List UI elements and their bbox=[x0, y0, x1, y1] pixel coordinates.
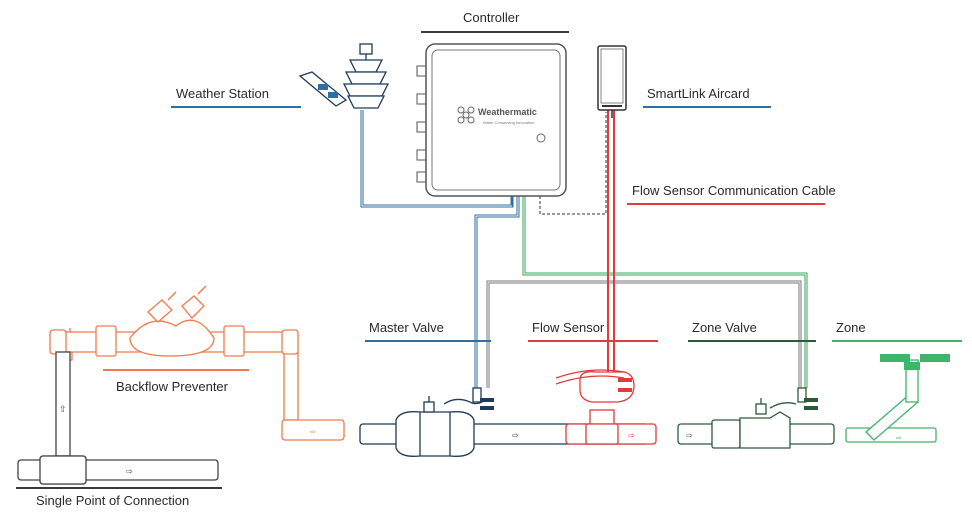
weather-station-label: Weather Station bbox=[176, 86, 269, 101]
zone-valve-label: Zone Valve bbox=[692, 320, 757, 335]
backflow-preventer-label: Backflow Preventer bbox=[116, 379, 228, 394]
controller-tagline: Water Conserving Innovation bbox=[483, 120, 535, 125]
smartlink-aircard-label: SmartLink Aircard bbox=[647, 86, 750, 101]
svg-text:⇧: ⇧ bbox=[59, 404, 67, 414]
svg-text:⇨: ⇨ bbox=[126, 467, 133, 476]
single-point-underline bbox=[16, 487, 222, 489]
flow-sensor bbox=[555, 369, 635, 445]
svg-text:⇨: ⇨ bbox=[628, 431, 635, 440]
svg-text:⇨: ⇨ bbox=[512, 431, 519, 440]
master-valve-wire bbox=[474, 196, 520, 388]
controller-label: Controller bbox=[463, 10, 520, 25]
backflow-pipe: ⇨ bbox=[49, 285, 345, 441]
weather-station-underline bbox=[171, 106, 301, 108]
svg-text:⇨: ⇨ bbox=[686, 431, 693, 440]
zone-valve: ⇨ bbox=[677, 387, 835, 449]
single-point-label: Single Point of Connection bbox=[36, 493, 190, 508]
mainline-pipe: ⇧ ⇨ bbox=[17, 351, 219, 485]
aircard-wire bbox=[539, 112, 607, 215]
flow-sensor-cable-underline bbox=[627, 203, 825, 205]
svg-text:⇨: ⇨ bbox=[310, 429, 316, 436]
zone-valve-wire bbox=[522, 196, 808, 388]
master-valve-label: Master Valve bbox=[369, 320, 444, 335]
flow-sensor-underline bbox=[528, 340, 658, 342]
smartlink-aircard bbox=[597, 45, 627, 118]
controller-brand-logo: Weathermatic bbox=[478, 107, 537, 117]
zone-underline bbox=[832, 340, 962, 342]
master-valve bbox=[395, 387, 494, 457]
controller-label-underline bbox=[421, 31, 569, 33]
weather-station bbox=[298, 43, 390, 109]
zone-sprinkler: ⇨ bbox=[845, 354, 950, 443]
flow-sensor-cable-label: Flow Sensor Communication Cable bbox=[632, 183, 836, 198]
controller-box bbox=[416, 43, 567, 197]
svg-text:⇨: ⇨ bbox=[896, 435, 902, 442]
backflow-preventer-underline bbox=[103, 369, 249, 371]
zone-valve-underline bbox=[688, 340, 816, 342]
master-valve-underline bbox=[365, 340, 491, 342]
zone-label: Zone bbox=[836, 320, 866, 335]
smartlink-aircard-underline bbox=[643, 106, 771, 108]
flow-sensor-label: Flow Sensor bbox=[532, 320, 605, 335]
